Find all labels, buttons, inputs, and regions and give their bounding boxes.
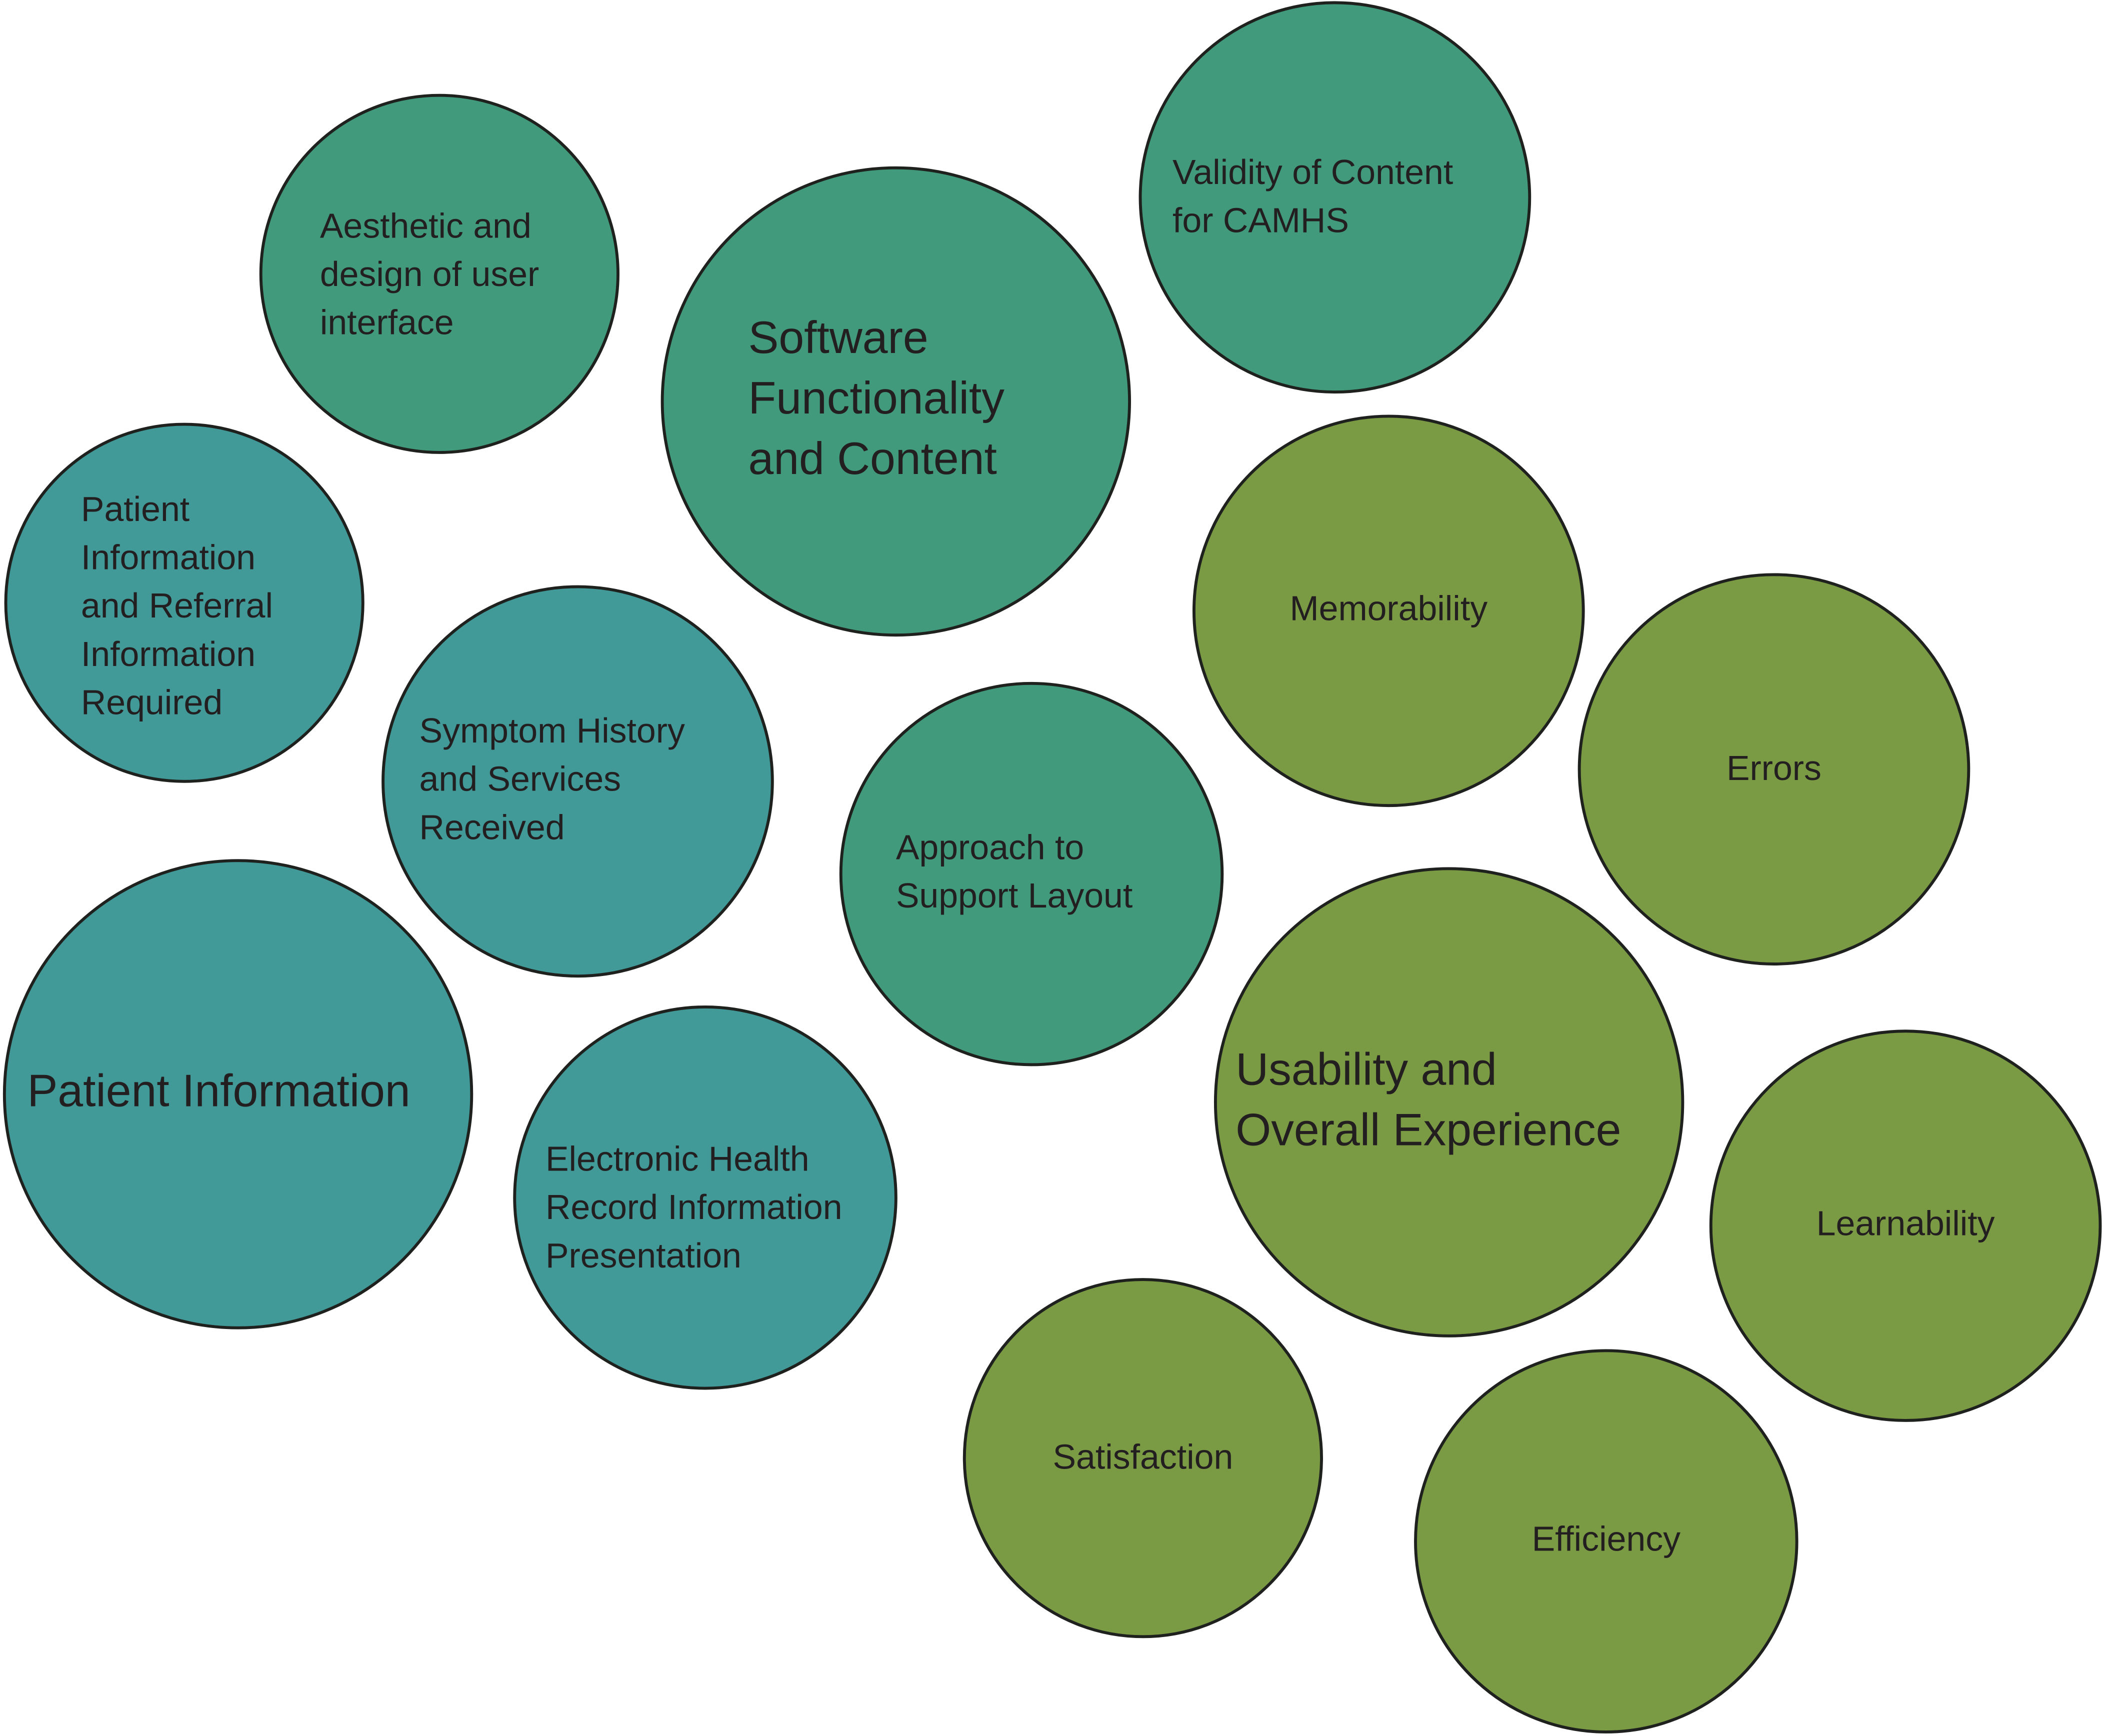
bubble-label-line: interface	[320, 303, 454, 342]
bubble-circle-errors	[1578, 573, 1970, 966]
bubble-circle-usability-experience	[1214, 867, 1684, 1338]
bubble-memorability: Memorability	[1192, 414, 1585, 808]
bubble-label-satisfaction: Satisfaction	[1053, 1438, 1234, 1476]
bubble-circle-aesthetic-design	[259, 94, 620, 454]
bubble-label-errors: Errors	[1726, 748, 1822, 788]
bubble-circle-patient-information	[2, 859, 474, 1330]
bubble-label-line: Approach to	[896, 828, 1084, 867]
bubble-label-line: Support Layout	[896, 876, 1132, 915]
bubble-circle-ehr-presentation	[513, 1005, 898, 1390]
bubble-circle-patient-referral-info	[4, 422, 364, 783]
bubble-errors: Errors	[1578, 573, 1970, 966]
bubble-label-line: Patient	[81, 490, 190, 528]
bubble-efficiency: Efficiency	[1414, 1349, 1798, 1734]
bubble-circle-learnability	[1709, 1030, 2102, 1422]
bubble-label-line: design of user	[320, 254, 539, 294]
bubble-label-validity-content: Validity of Content for CAMHS	[1172, 152, 1453, 240]
bubble-satisfaction: Satisfaction	[962, 1278, 1323, 1638]
bubble-label-line: Aesthetic and	[320, 206, 532, 245]
bubble-label-line: for CAMHS	[1172, 201, 1349, 240]
bubble-validity-content: Validity of Content for CAMHS	[1138, 1, 1532, 394]
bubble-label-line: Information	[81, 538, 256, 577]
bubble-label-efficiency: Efficiency	[1532, 1519, 1681, 1558]
bubble-aesthetic-design: Aesthetic and design of user interface	[259, 94, 620, 454]
bubble-label-line: Symptom History	[420, 711, 685, 750]
bubble-label-line: Record Information	[546, 1188, 842, 1226]
bubble-circle-symptom-history	[382, 585, 774, 978]
bubble-label-patient-information: Patient Information	[27, 1066, 410, 1116]
bubble-learnability: Learnability	[1709, 1030, 2102, 1422]
bubble-label-line: Software	[748, 312, 928, 363]
bubble-label-line: Presentation	[546, 1236, 742, 1275]
bubble-approach-support-layout: Approach to Support Layout	[839, 682, 1224, 1066]
bubble-label-learnability: Learnability	[1816, 1204, 1995, 1242]
bubble-label-memorability: Memorability	[1290, 589, 1488, 628]
bubble-circle-software-functionality	[660, 166, 1132, 637]
bubble-circle-efficiency	[1414, 1349, 1798, 1734]
bubble-label-line: Memorability	[1290, 589, 1488, 628]
bubble-circle-memorability	[1192, 414, 1585, 808]
bubble-label-line: Required	[81, 683, 222, 722]
bubble-label-line: Validity of Content	[1172, 152, 1453, 192]
bubble-label-line: Learnability	[1816, 1204, 1995, 1242]
bubble-label-approach-support-layout: Approach to Support Layout	[896, 828, 1132, 916]
bubble-label-line: Electronic Health	[546, 1140, 810, 1178]
bubble-label-line: and Services	[420, 760, 621, 798]
bubble-label-aesthetic-design: Aesthetic and design of user interface	[320, 206, 539, 342]
bubble-label-line: and Referral	[81, 586, 273, 625]
bubble-label-line: Usability and	[1236, 1044, 1497, 1095]
bubble-label-line: Errors	[1726, 748, 1822, 788]
bubble-label-line: Satisfaction	[1053, 1438, 1234, 1476]
bubble-label-line: Received	[420, 808, 565, 846]
bubble-circle-satisfaction	[962, 1278, 1323, 1638]
bubble-label-line: Functionality	[748, 372, 1004, 424]
bubble-patient-information: Patient Information	[2, 859, 474, 1330]
bubble-label-line: Efficiency	[1532, 1519, 1681, 1558]
bubble-circle-validity-content	[1138, 1, 1532, 394]
bubble-label-line: Information	[81, 634, 256, 674]
bubble-circle-approach-support-layout	[839, 682, 1224, 1066]
bubble-label-line: Patient Information	[27, 1066, 410, 1116]
bubble-label-line: Overall Experience	[1236, 1104, 1621, 1155]
bubble-label-line: and Content	[748, 433, 996, 484]
